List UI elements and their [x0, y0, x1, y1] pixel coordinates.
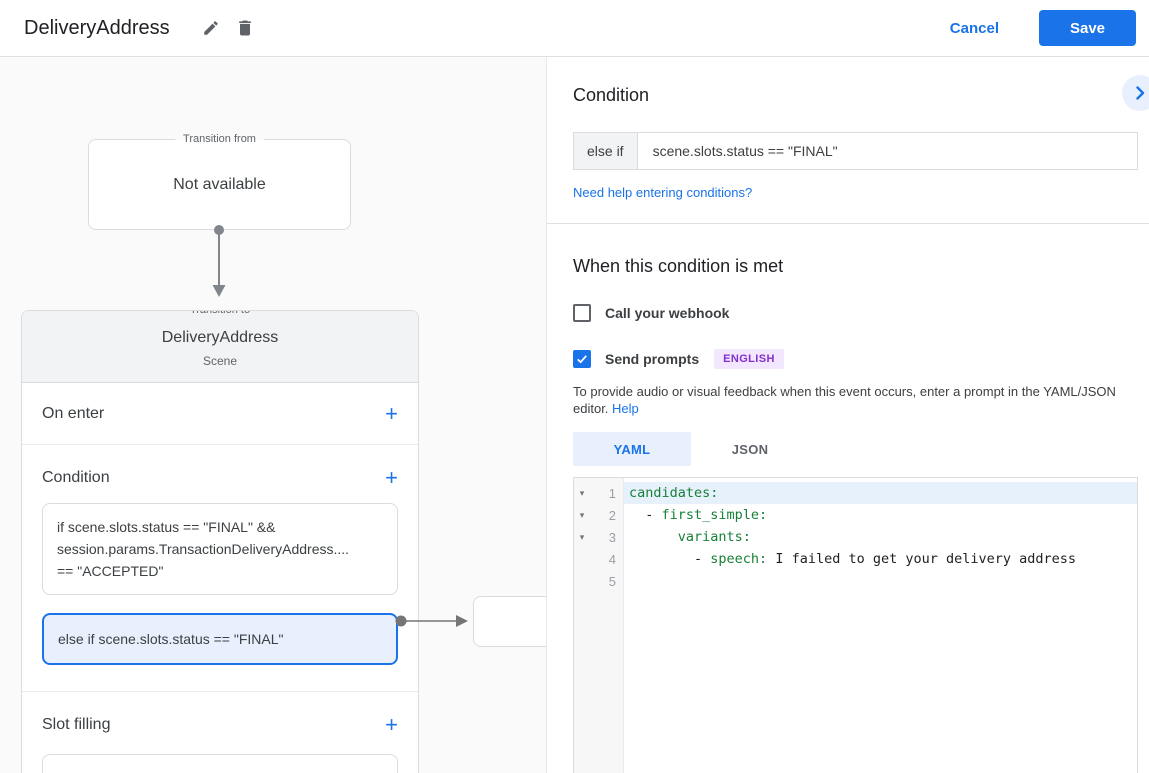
- slot-filling-label: Slot filling: [42, 716, 111, 733]
- line-number: 1: [608, 485, 616, 501]
- when-condition-heading: When this condition is met: [573, 256, 784, 276]
- slot-validation-item[interactable]: Slot validation: [42, 754, 398, 773]
- code-line[interactable]: - speech: I failed to get your delivery …: [624, 548, 1137, 570]
- cancel-button[interactable]: Cancel: [949, 19, 999, 37]
- scene-card: Transition to DeliveryAddress Scene On e…: [21, 310, 419, 773]
- top-bar: DeliveryAddress Cancel Save: [0, 0, 1149, 57]
- transition-from-content: Not available: [173, 175, 266, 193]
- webhook-row: Call your webhook: [573, 304, 1149, 322]
- editor-gutter-row: ▾3: [574, 526, 623, 548]
- send-prompts-checkbox[interactable]: [573, 350, 591, 368]
- add-on-enter-button[interactable]: +: [385, 400, 398, 426]
- condition-transition-arrow: [395, 615, 468, 627]
- code-token: I failed to get your delivery address: [767, 551, 1077, 567]
- conditions-help-link[interactable]: Need help entering conditions?: [573, 185, 753, 200]
- scene-diagram-canvas: Transition from Not available Transition…: [0, 57, 546, 773]
- code-token: -: [629, 507, 662, 523]
- condition-item-line: session.params.TransactionDeliveryAddres…: [57, 541, 350, 557]
- page-title: DeliveryAddress: [24, 16, 170, 39]
- save-button[interactable]: Save: [1039, 10, 1136, 46]
- transition-target-box[interactable]: [473, 596, 546, 647]
- panel-divider: [547, 223, 1149, 224]
- call-webhook-checkbox[interactable]: [573, 304, 591, 322]
- tab-yaml[interactable]: YAML: [573, 432, 691, 466]
- condition-input[interactable]: [637, 133, 1137, 169]
- delete-scene-button[interactable]: [228, 11, 262, 45]
- code-token: variants:: [677, 529, 751, 545]
- condition-section-label: Condition: [42, 469, 110, 486]
- code-token: [629, 529, 678, 545]
- fold-arrow-icon[interactable]: ▾: [579, 509, 585, 520]
- editor-gutter-row: 5: [574, 570, 623, 592]
- scene-card-title: DeliveryAddress: [161, 329, 279, 346]
- edit-title-button[interactable]: [194, 11, 228, 45]
- code-token: first_simple:: [661, 507, 768, 523]
- help-link[interactable]: Help: [612, 401, 639, 416]
- code-line[interactable]: - first_simple:: [624, 504, 1137, 526]
- condition-item-if[interactable]: if scene.slots.status == "FINAL" && sess…: [42, 503, 398, 595]
- code-line[interactable]: candidates:: [624, 482, 1137, 504]
- pencil-icon: [203, 21, 218, 35]
- scene-card-header: DeliveryAddress Scene: [22, 311, 418, 383]
- code-token: -: [629, 551, 711, 567]
- prompt-helper-text: To provide audio or visual feedback when…: [573, 383, 1140, 417]
- code-line[interactable]: variants:: [624, 526, 1137, 548]
- on-enter-section: On enter +: [22, 383, 418, 445]
- collapse-panel-button[interactable]: [1122, 75, 1149, 111]
- check-icon: [577, 355, 587, 364]
- editor-gutter-row: ▾1: [574, 482, 623, 504]
- editor-code-area[interactable]: candidates: - first_simple: variants: - …: [624, 478, 1137, 773]
- add-condition-button[interactable]: +: [385, 465, 398, 490]
- fold-arrow-icon[interactable]: ▾: [579, 531, 585, 542]
- editor-tabs: YAML JSON: [573, 432, 1149, 466]
- editor-gutter-row: 4: [574, 548, 623, 570]
- slot-filling-section: Slot filling + Slot validation Transacti…: [22, 692, 418, 773]
- transition-to-legend: Transition to: [181, 311, 259, 318]
- condition-input-row: else if: [573, 132, 1138, 170]
- send-prompts-row: Send prompts ENGLISH: [573, 349, 1149, 369]
- line-number: 3: [608, 529, 616, 545]
- call-webhook-label: Call your webhook: [605, 305, 730, 321]
- scene-card-subtitle: Scene: [202, 354, 238, 368]
- line-number: 5: [608, 573, 616, 589]
- condition-section: Condition + if scene.slots.status == "FI…: [22, 445, 418, 692]
- tab-json[interactable]: JSON: [731, 441, 769, 457]
- transition-from-legend: Transition from: [175, 132, 264, 147]
- code-line[interactable]: [624, 570, 1137, 592]
- condition-item-line: == "ACCEPTED": [57, 563, 164, 579]
- transition-from-box[interactable]: Transition from Not available: [88, 132, 351, 230]
- condition-prefix: else if: [574, 133, 638, 169]
- helper-text-body: To provide audio or visual feedback when…: [573, 384, 1116, 416]
- transition-arrow-down: [212, 225, 226, 297]
- chevron-right-icon: [1136, 86, 1145, 100]
- line-number: 2: [608, 507, 616, 523]
- condition-item-line: if scene.slots.status == "FINAL" &&: [57, 519, 276, 535]
- send-prompts-label: Send prompts: [605, 351, 700, 367]
- language-badge: ENGLISH: [714, 349, 784, 369]
- condition-editor-panel: Condition else if Need help entering con…: [546, 57, 1149, 773]
- trash-icon: [238, 20, 251, 36]
- code-token: speech:: [710, 551, 768, 567]
- editor-gutter-row: ▾2: [574, 504, 623, 526]
- condition-item-else-if-selected[interactable]: else if scene.slots.status == "FINAL": [42, 613, 398, 665]
- line-number: 4: [608, 551, 616, 567]
- code-token: candidates:: [629, 485, 719, 501]
- fold-arrow-icon[interactable]: ▾: [579, 487, 585, 498]
- panel-heading: Condition: [573, 85, 650, 105]
- add-slot-button[interactable]: +: [385, 712, 398, 737]
- on-enter-label: On enter: [42, 404, 105, 422]
